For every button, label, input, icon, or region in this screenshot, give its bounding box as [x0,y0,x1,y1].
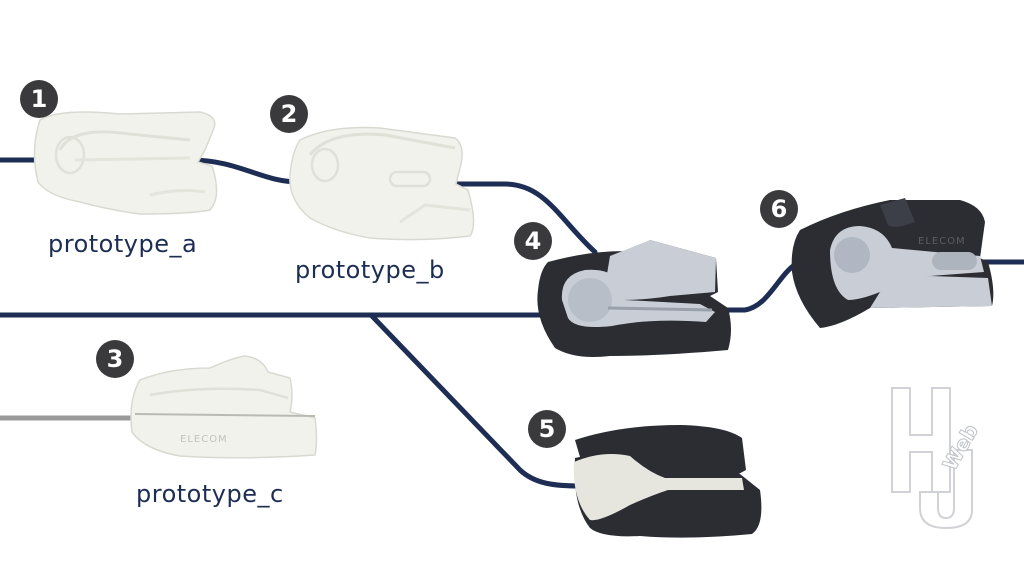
prototype-b-model [289,126,475,241]
label-prototype-c: prototype_c [136,480,284,508]
prototype-4-model [537,240,731,357]
badge-1: 1 [20,80,58,118]
line-branch-to-5 [369,313,583,489]
prototype-a-model [33,111,218,215]
badge-4: 4 [514,222,552,260]
hjweb-watermark-logo: Web [891,387,983,530]
prototype-5-model [573,425,762,538]
line-4-to-6 [715,259,803,313]
badge-5: 5 [528,410,566,448]
label-prototype-b: prototype_b [295,256,445,284]
elecom-logo-6: ELECOM [918,236,966,247]
prototype-6-model: ELECOM [791,198,994,328]
line-a-to-b [187,157,303,185]
badge-2: 2 [270,95,308,133]
elecom-logo-c: ELECOM [180,434,228,445]
badge-6: 6 [760,190,798,228]
label-prototype-a: prototype_a [48,230,198,258]
prototype-c-model: ELECOM [130,355,318,459]
line-b-to-4 [452,181,598,255]
badge-3: 3 [96,340,134,378]
